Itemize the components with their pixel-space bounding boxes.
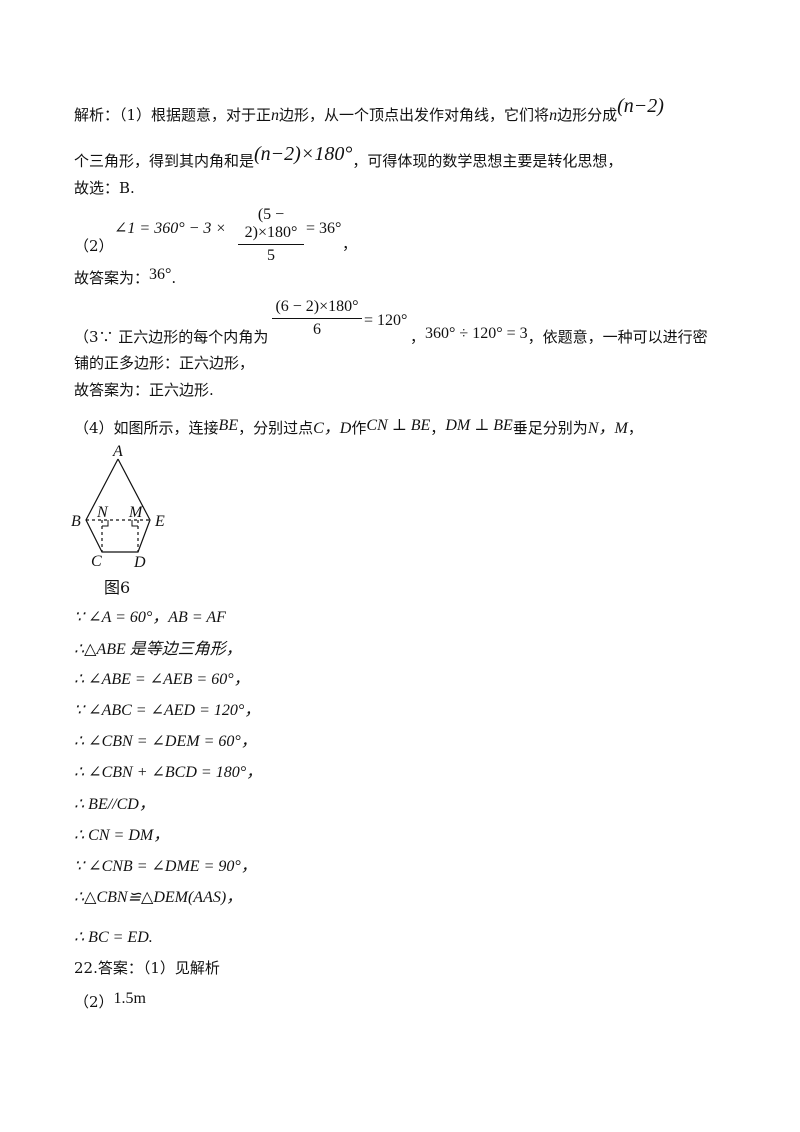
analysis-line-8: 故答案为：正六边形.	[74, 381, 214, 399]
text: 个三角形，得到其内角和是	[74, 152, 255, 170]
math-points: C，D	[313, 420, 352, 437]
proof-step: ∴△CBN≌△DEM(AAS)，	[74, 889, 243, 906]
analysis-line-1: 解析：（1）根据题意，对于正n边形，从一个顶点出发作对角线，它们将n边形分成(n…	[74, 96, 664, 126]
text: .	[171, 269, 177, 287]
answer-22-title: 22.答案：（1）见解析	[74, 959, 220, 977]
math-be: BE	[218, 417, 239, 434]
math-value: 36°	[149, 266, 172, 283]
text: ，	[430, 419, 446, 437]
fraction-5: (5 − 2)×180° 5	[238, 206, 304, 265]
answer-22-part2: （2）1.5m	[74, 990, 146, 1013]
math-expr: 360° ÷ 120° = 3	[425, 325, 528, 342]
fraction-numerator: (5 − 2)×180°	[238, 206, 304, 245]
right-angle-m	[131, 520, 138, 527]
fraction-denominator: 5	[267, 247, 275, 264]
analysis-line-7: 铺的正多边形：正六边形，	[74, 354, 255, 372]
text: ，可得体现的数学思想主要是转化思想，	[352, 152, 623, 170]
answer-value: 1.5m	[113, 990, 146, 1007]
proof-step: ∵ ∠ABC = ∠AED = 120°，	[74, 702, 261, 719]
label-d: D	[133, 554, 146, 571]
text: 边形，从一个顶点出发作对角线，它们将	[279, 106, 550, 124]
label-b: B	[71, 513, 81, 530]
proof-step: ∴ ∠CBN + ∠BCD = 180°，	[74, 764, 263, 781]
hexagon-outline	[85, 458, 151, 553]
right-angle-n	[102, 520, 109, 527]
punct: ，	[342, 235, 358, 253]
label-a: A	[112, 443, 123, 460]
proof-step: ∵ ∠CNB = ∠DME = 90°，	[74, 858, 257, 875]
math-perp-dm: DM ⊥ BE	[445, 417, 513, 434]
analysis-line-4-label: （2）	[74, 237, 114, 255]
analysis-line-2: 个三角形，得到其内角和是(n−2)×180°，可得体现的数学思想主要是转化思想，	[74, 144, 623, 171]
proof-step: ∴△ABE 是等边三角形，	[74, 641, 242, 658]
analysis-line-6-text: （3∵ 正六边形的每个内角为	[74, 328, 269, 346]
label-n: N	[96, 504, 109, 521]
label-c: C	[91, 553, 102, 570]
part-label: （2）	[74, 993, 114, 1011]
proof-step: ∴ BC = ED.	[74, 929, 153, 946]
proof-step: ∴ ∠CBN = ∠DEM = 60°，	[74, 733, 257, 750]
text: 作	[351, 419, 367, 437]
proof-step: ∵ ∠A = 60°，AB = AF	[74, 609, 226, 626]
math-rhs: = 36°	[306, 220, 342, 237]
label-e: E	[154, 513, 165, 530]
figure-caption: 图6	[104, 578, 131, 597]
fraction-denominator: 6	[313, 321, 321, 338]
math-n: n	[271, 107, 280, 124]
text: 解析：（1）根据题意，对于正	[74, 106, 272, 124]
label-m: M	[128, 504, 144, 521]
proof-step: ∴ CN = DM，	[74, 827, 170, 844]
text: （4）如图所示，连接	[74, 419, 219, 437]
text: 故答案为：	[74, 269, 150, 287]
analysis-line-6-rest: ，360° ÷ 120° = 3，依题意，一种可以进行密	[410, 325, 708, 348]
text: 垂足分别为	[512, 419, 588, 437]
proof-step: ∴ BE//CD，	[74, 796, 155, 813]
analysis-line-5: 故答案为：36°.	[74, 266, 177, 289]
math-points: N，M	[587, 420, 628, 437]
math-perp-cn: CN ⊥ BE	[366, 417, 431, 434]
proof-step: ∴ ∠ABE = ∠AEB = 60°，	[74, 671, 250, 688]
analysis-line-3: 故选：B.	[74, 179, 135, 197]
math-n: n	[549, 107, 558, 124]
analysis-line-9: （4）如图所示，连接BE，分别过点C，D作CN ⊥ BE，DM ⊥ BE垂足分别…	[74, 417, 643, 439]
text: 边形分成	[557, 106, 618, 124]
math-lhs: ∠1 = 360° − 3 ×	[114, 220, 227, 237]
text: ，依题意，一种可以进行密	[527, 328, 708, 346]
math-rhs: = 120°	[364, 312, 408, 329]
math-expr: (n−2)	[617, 95, 664, 117]
fraction-6: (6 − 2)×180° 6	[272, 298, 362, 339]
text: ，分别过点	[238, 419, 314, 437]
fraction-numerator: (6 − 2)×180°	[272, 298, 362, 319]
text: ，	[627, 419, 643, 437]
text: ，	[410, 328, 426, 346]
math-expr: (n−2)×180°	[254, 143, 353, 165]
